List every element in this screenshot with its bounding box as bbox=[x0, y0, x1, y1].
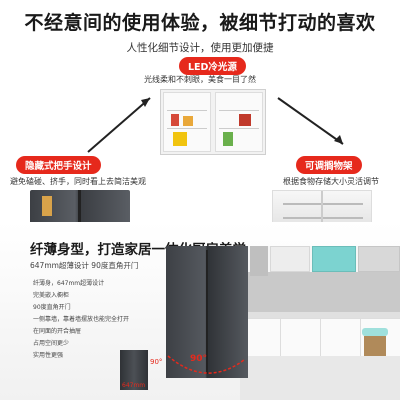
bullet-item: 在同面的开合抽屉 bbox=[33, 328, 82, 335]
handle-photo bbox=[30, 190, 130, 228]
band-spec: 647mm超薄设计 90度直角开门 bbox=[30, 261, 139, 270]
bullet-item: 实用性更强 bbox=[33, 352, 64, 359]
bullet-item: 90度直角开门 bbox=[33, 304, 71, 311]
bullet-item: 占用空间更少 bbox=[33, 340, 70, 347]
feature-shelf-desc: 根据食物存储大小灵活调节 bbox=[283, 177, 379, 186]
page-subheadline: 人性化细节设计，使用更加便捷 bbox=[126, 42, 274, 54]
door-angle-arc bbox=[167, 355, 245, 374]
fridge-interior-photo bbox=[160, 89, 266, 155]
shelf-photo bbox=[272, 190, 372, 229]
feature-shelf-pill: 可调搁物架 bbox=[296, 156, 362, 174]
small-mm-label: 647mm bbox=[122, 382, 146, 389]
small-fridge-render bbox=[120, 350, 148, 390]
bullet-item: 一侧靠墙，靠着墙摆放也能完全打开 bbox=[33, 316, 130, 323]
bullet-item: 完美嵌入橱柜 bbox=[33, 292, 70, 299]
small-angle-label: 90° bbox=[150, 358, 163, 366]
bullet-item: 纤薄身，647mm超薄设计 bbox=[33, 280, 105, 287]
feature-handle-pill: 隐藏式把手设计 bbox=[16, 156, 101, 174]
feature-led-desc: 光线柔和不刺眼，美食一目了然 bbox=[144, 75, 256, 84]
main-fridge bbox=[166, 246, 248, 378]
band-angle-label: 90° bbox=[190, 354, 208, 364]
band-bullet-list: 纤薄身，647mm超薄设计 完美嵌入橱柜 90度直角开门 一侧靠墙，靠着墙摆放也… bbox=[33, 278, 129, 362]
connector-arrows bbox=[87, 97, 344, 153]
feature-led-pill: LED冷光源 bbox=[179, 57, 246, 75]
kitchen-scene bbox=[240, 246, 400, 400]
page-headline: 不经意间的使用体验，被细节打动的喜欢 bbox=[24, 12, 376, 34]
feature-handle-desc: 避免磕碰、挤手，同时看上去简洁美观 bbox=[10, 177, 146, 186]
